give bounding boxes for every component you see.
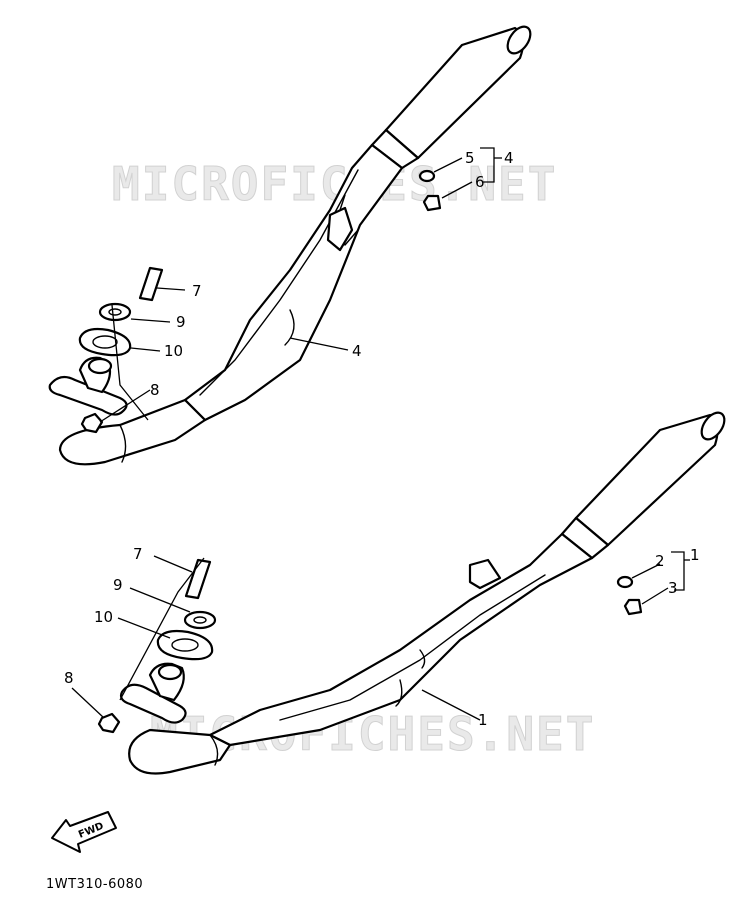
watermark-upper: MICROFICHES.NET [112,157,557,211]
upper-label-muffler: 4 [352,342,362,360]
lower-label-stud: 7 [133,545,143,563]
lower-body-bracket [468,558,502,590]
lower-label-gasket: 10 [94,608,113,626]
lower-label-muffler: 1 [478,711,488,729]
upper-silencer [384,26,525,160]
upper-head-pipe [58,398,207,466]
lower-head-pipe [128,728,232,775]
lower-bolt [623,598,643,616]
upper-bolt [422,194,442,212]
lower-washer [183,610,217,630]
lower-gasket [156,629,214,661]
upper-nut [80,412,104,434]
lower-label-bolt: 3 [668,579,678,597]
upper-muffler-assembly [48,25,532,466]
upper-damper [418,169,436,183]
lower-muffler-assembly [119,411,726,775]
upper-label-damper: 5 [465,149,475,167]
lower-silencer [574,413,719,547]
upper-fasteners [78,169,442,434]
lower-label-bracket-group: 1 [690,546,700,564]
upper-label-stud: 7 [192,282,202,300]
upper-label-bolt: 6 [475,173,485,191]
lower-damper [616,575,634,589]
upper-pipe-flange [48,375,128,416]
lower-label-nut: 8 [64,669,74,687]
upper-label-nut: 8 [150,381,160,399]
lower-nut [97,712,121,734]
lower-label-washer: 9 [113,576,123,594]
lower-silencer-end [700,411,726,441]
upper-silencer-end [506,25,532,55]
upper-washer [98,302,132,322]
lower-stud [184,558,212,600]
upper-label-bracket-group: 4 [504,149,514,167]
lower-label-damper: 2 [655,552,665,570]
lower-fasteners [97,558,643,734]
upper-gasket [78,327,132,357]
upper-label-gasket: 10 [164,342,183,360]
upper-body-bracket [326,206,354,252]
upper-label-washer: 9 [176,313,186,331]
lower-pipe-inlet [157,663,183,681]
fwd-arrow-icon: FWD [51,811,117,853]
lower-pipe-flange [119,683,187,724]
diagram-code: 1WT310-6080 [46,877,143,892]
upper-stud [138,266,164,302]
upper-pipe-inlet [87,357,113,375]
